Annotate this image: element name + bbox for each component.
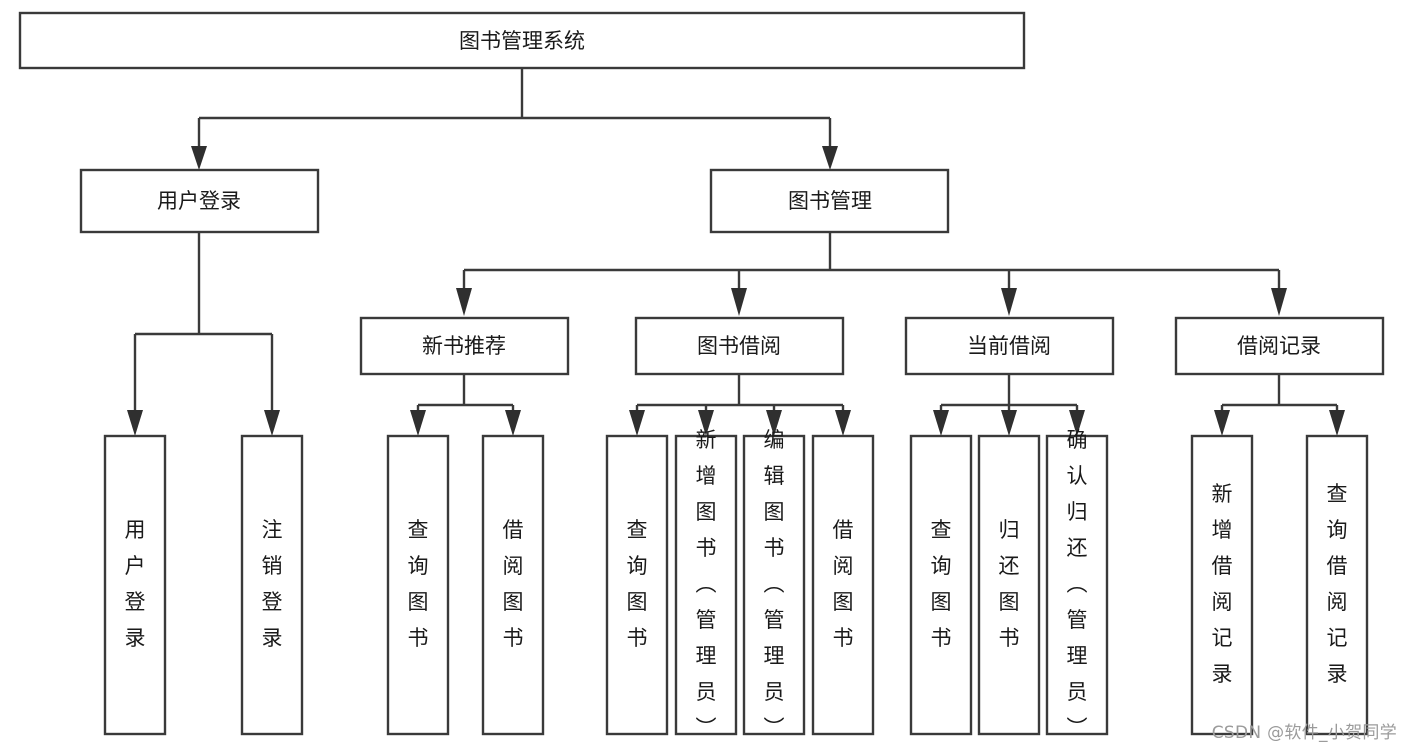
arrow-head-leaf-query-book-2	[629, 410, 645, 436]
node-leaf-add-book[interactable]: 新增图书︵管理员︶	[674, 428, 738, 740]
node-leaf-query-book-2-label: 查询图书	[627, 518, 648, 650]
node-leaf-borrow-book-2[interactable]: 借阅图书	[811, 434, 875, 736]
node-leaf-add-record[interactable]: 新增借阅记录	[1190, 434, 1254, 736]
arrow-head-leaf-borrow-book-1	[505, 410, 521, 436]
node-leaf-borrow-book-2-box[interactable]	[811, 434, 875, 736]
csdn-watermark: CSDN @软件_小贺同学	[1211, 723, 1397, 743]
node-leaf-query-book-3-label: 查询图书	[931, 518, 952, 650]
connector-layer	[127, 68, 1345, 436]
node-leaf-confirm-return-label: 确认归还︵管理员︶	[1067, 428, 1088, 740]
node-user-login-label: 用户登录	[157, 189, 241, 213]
node-leaf-user-login-label: 用户登录	[125, 518, 146, 650]
arrow-head-leaf-edit-book	[766, 410, 782, 436]
node-leaf-query-book-2[interactable]: 查询图书	[605, 434, 669, 736]
node-book-borrow-box[interactable]	[634, 316, 845, 376]
arrow-head-current-borrow	[1001, 288, 1017, 316]
node-leaf-query-book-3-box[interactable]	[909, 434, 973, 736]
node-borrow-record[interactable]: 借阅记录	[1174, 316, 1385, 376]
node-root-box[interactable]	[18, 11, 1026, 70]
node-book-borrow[interactable]: 图书借阅	[634, 316, 845, 376]
arrow-head-user-login	[191, 146, 207, 170]
node-leaf-return-book-label: 归还图书	[999, 518, 1020, 650]
arrow-head-leaf-return-book	[1001, 410, 1017, 436]
arrow-head-leaf-add-book	[698, 410, 714, 436]
node-leaf-query-book-3[interactable]: 查询图书	[909, 434, 973, 736]
node-new-book-recommend[interactable]: 新书推荐	[359, 316, 570, 376]
arrow-head-book-borrow	[731, 288, 747, 316]
node-user-login-box[interactable]	[79, 168, 320, 234]
arrow-head-leaf-borrow-book-2	[835, 410, 851, 436]
node-leaf-query-book-1-box[interactable]	[386, 434, 450, 736]
arrow-head-leaf-add-record	[1214, 410, 1230, 436]
node-leaf-borrow-book-1-label: 借阅图书	[503, 518, 524, 650]
node-leaf-user-logout-label: 注销登录	[262, 518, 283, 650]
node-leaf-edit-book-label: 编辑图书︵管理员︶	[764, 428, 785, 740]
node-leaf-query-record[interactable]: 查询借阅记录	[1305, 434, 1369, 736]
node-book-management-box[interactable]	[709, 168, 950, 234]
node-current-borrow-box[interactable]	[904, 316, 1115, 376]
arrow-head-leaf-query-book-3	[933, 410, 949, 436]
arrow-head-leaf-confirm-return	[1069, 410, 1085, 436]
arrow-head-borrow-record	[1271, 288, 1287, 316]
arrow-head-leaf-query-record	[1329, 410, 1345, 436]
node-leaf-query-book-1[interactable]: 查询图书	[386, 434, 450, 736]
node-leaf-query-record-label: 查询借阅记录	[1327, 482, 1348, 686]
node-leaf-return-book-box[interactable]	[977, 434, 1041, 736]
node-leaf-user-logout-box[interactable]	[240, 434, 304, 736]
node-leaf-query-book-2-box[interactable]	[605, 434, 669, 736]
node-leaf-user-logout[interactable]: 注销登录	[240, 434, 304, 736]
node-leaf-user-login[interactable]: 用户登录	[103, 434, 167, 736]
node-new-book-recommend-label: 新书推荐	[422, 334, 506, 358]
node-borrow-record-box[interactable]	[1174, 316, 1385, 376]
node-book-borrow-label: 图书借阅	[697, 334, 781, 358]
node-current-borrow[interactable]: 当前借阅	[904, 316, 1115, 376]
node-new-book-recommend-box[interactable]	[359, 316, 570, 376]
node-leaf-borrow-book-2-label: 借阅图书	[833, 518, 854, 650]
node-leaf-edit-book-box[interactable]	[742, 434, 806, 736]
node-leaf-return-book[interactable]: 归还图书	[977, 434, 1041, 736]
node-root[interactable]: 图书管理系统	[18, 11, 1026, 70]
arrow-head-leaf-query-book-1	[410, 410, 426, 436]
node-book-management-label: 图书管理	[788, 189, 872, 213]
arrow-head-book-management	[822, 146, 838, 170]
node-leaf-borrow-book-1[interactable]: 借阅图书	[481, 434, 545, 736]
node-user-login[interactable]: 用户登录	[79, 168, 320, 234]
node-leaf-borrow-book-1-box[interactable]	[481, 434, 545, 736]
node-leaf-query-record-box[interactable]	[1305, 434, 1369, 736]
arrow-head-new-book-recommend	[456, 288, 472, 316]
node-leaf-confirm-return[interactable]: 确认归还︵管理员︶	[1045, 428, 1109, 740]
node-leaf-add-book-box[interactable]	[674, 434, 738, 736]
node-leaf-confirm-return-box[interactable]	[1045, 434, 1109, 736]
node-root-label: 图书管理系统	[459, 29, 585, 53]
node-leaf-add-book-label: 新增图书︵管理员︶	[696, 428, 717, 740]
node-leaf-add-record-label: 新增借阅记录	[1212, 482, 1233, 686]
node-leaf-edit-book[interactable]: 编辑图书︵管理员︶	[742, 428, 806, 740]
node-current-borrow-label: 当前借阅	[967, 334, 1051, 358]
node-leaf-query-book-1-label: 查询图书	[408, 518, 429, 650]
arrow-head-leaf-user-login	[127, 410, 143, 436]
arrow-head-leaf-user-logout	[264, 410, 280, 436]
node-borrow-record-label: 借阅记录	[1237, 334, 1321, 358]
node-book-management[interactable]: 图书管理	[709, 168, 950, 234]
node-leaf-user-login-box[interactable]	[103, 434, 167, 736]
node-leaf-add-record-box[interactable]	[1190, 434, 1254, 736]
